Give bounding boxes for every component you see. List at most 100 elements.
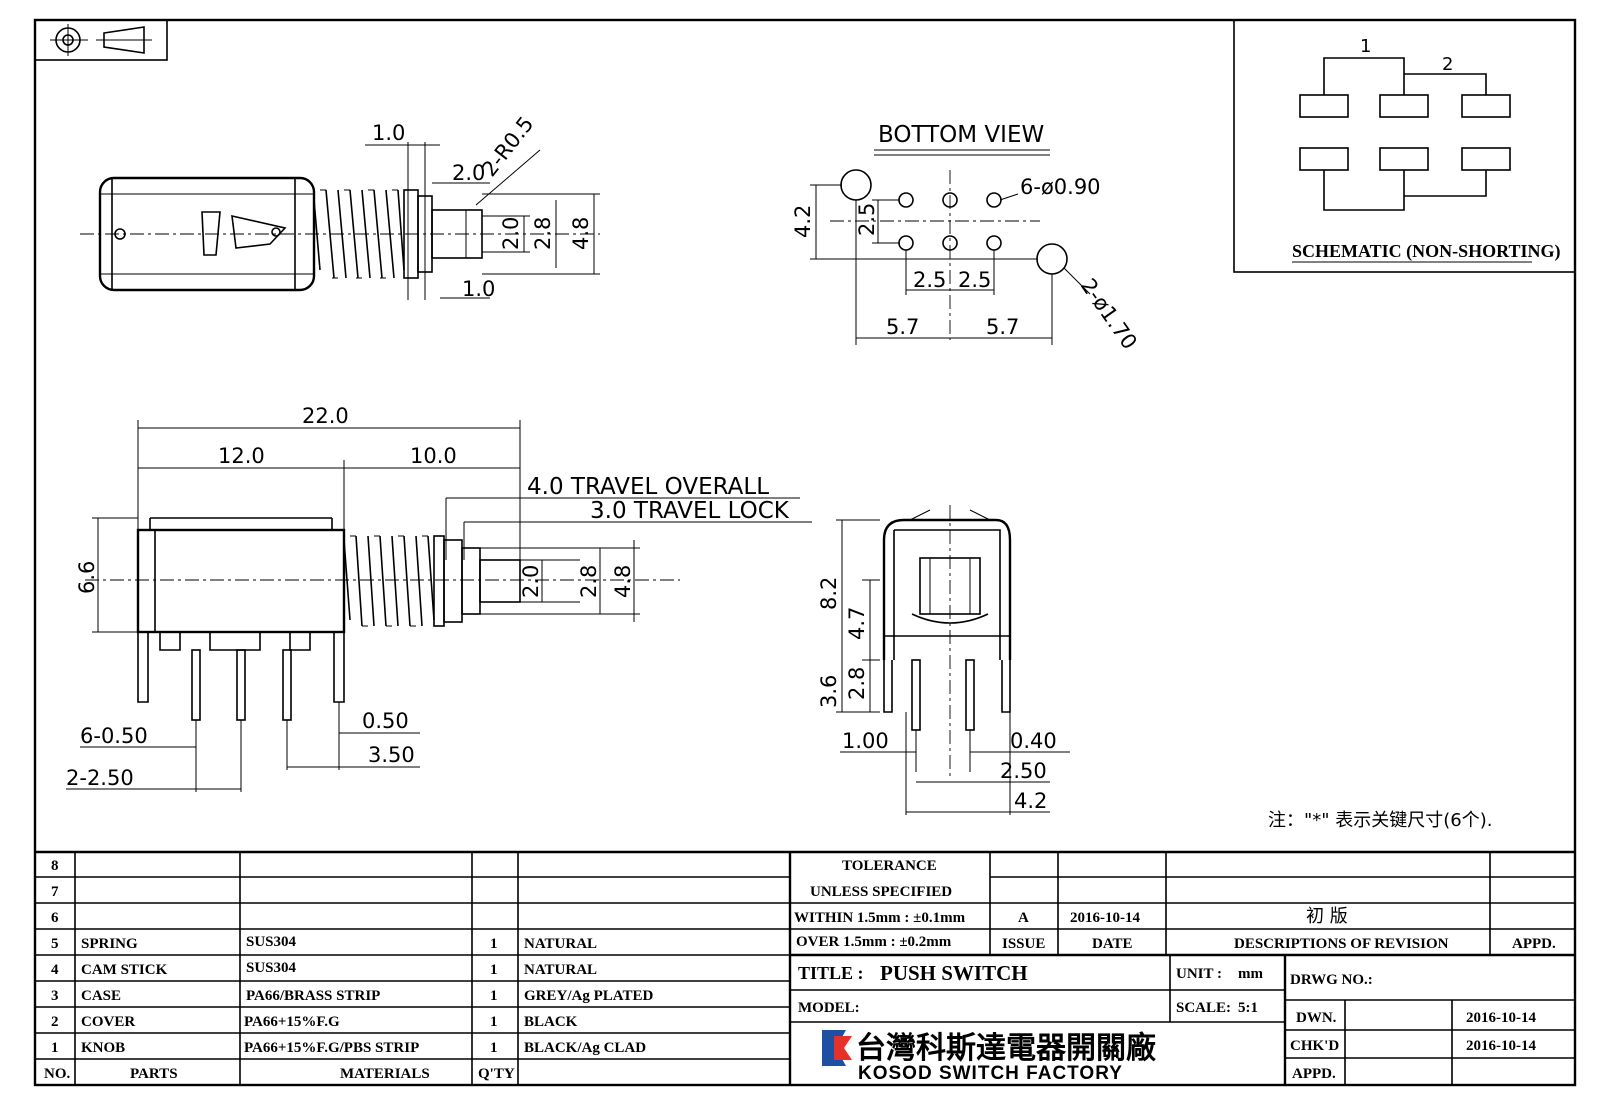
bottom-dim-5-7-b: 5.7 — [986, 315, 1019, 339]
parts-no: 2 — [51, 1014, 59, 1030]
revision-col-issue: ISSUE — [1002, 936, 1045, 952]
revision-description: 初 版 — [1306, 906, 1348, 927]
parts-material: SUS304 — [246, 960, 297, 976]
unit-value: mm — [1238, 966, 1263, 982]
parts-row-6-no: 6 — [51, 910, 59, 926]
tolerance-line1: TOLERANCE — [842, 858, 937, 874]
model-label: MODEL: — [798, 1000, 860, 1016]
parts-name: SPRING — [81, 936, 138, 952]
parts-material: PA66+15%F.G/PBS STRIP — [244, 1040, 419, 1056]
side-dim-2-8: 2.8 — [531, 217, 555, 250]
front-travel-overall: 4.0 TRAVEL OVERALL — [527, 474, 769, 500]
front-dim-4-8: 4.8 — [611, 565, 635, 598]
unit-label: UNIT : — [1176, 966, 1222, 982]
end-dim-0-40: 0.40 — [1010, 729, 1057, 753]
scale-value: 5:1 — [1238, 1000, 1258, 1016]
front-dim-6-6: 6.6 — [75, 561, 99, 594]
bottom-hole-small: 6-ø0.90 — [1020, 175, 1101, 199]
parts-finish: NATURAL — [524, 962, 597, 978]
dwn-date: 2016-10-14 — [1466, 1010, 1536, 1026]
side-radius: 2-R0.5 — [477, 112, 538, 181]
side-view: 1.0 2.0 2-R0.5 1.0 2.0 2.8 4.8 — [80, 112, 600, 301]
parts-header-qty: Q'TY — [478, 1066, 515, 1082]
front-travel-lock: 3.0 TRAVEL LOCK — [590, 498, 790, 524]
side-dim-4-8: 4.8 — [569, 217, 593, 250]
parts-no: 3 — [51, 988, 59, 1004]
end-dim-8-2: 8.2 — [817, 577, 841, 610]
bottom-dim-2-5-b: 2.5 — [958, 268, 991, 292]
front-dim-10: 10.0 — [410, 444, 457, 468]
parts-name: CAM STICK — [81, 962, 168, 978]
drwg-no-label: DRWG NO.: — [1290, 972, 1373, 988]
third-angle-projection-icon — [34, 19, 168, 61]
bottom-dim-5-7-a: 5.7 — [886, 315, 919, 339]
parts-name: KNOB — [81, 1040, 125, 1056]
parts-no: 1 — [51, 1040, 59, 1056]
parts-row: 3 CASE PA66/BRASS STRIP 1 GREY/Ag PLATED — [51, 988, 653, 1004]
parts-qty: 1 — [490, 962, 498, 978]
end-dim-2-8: 2.8 — [845, 667, 869, 700]
parts-header-parts: PARTS — [130, 1066, 178, 1082]
parts-row-7-no: 7 — [51, 884, 59, 900]
side-dim-2-0-top: 2.0 — [452, 161, 485, 185]
revision-col-date: DATE — [1092, 936, 1133, 952]
schematic: 1 2 SCHEMATIC (NON-SHORTING) — [1233, 19, 1576, 273]
appd-label: APPD. — [1292, 1066, 1336, 1082]
parts-finish: NATURAL — [524, 936, 597, 952]
parts-no: 5 — [51, 936, 59, 952]
scale-label: SCALE: — [1176, 1000, 1231, 1016]
revision-col-appd: APPD. — [1512, 936, 1556, 952]
front-view: 22.0 12.0 10.0 4.0 TRAVEL OVERALL 3.0 TR… — [66, 404, 812, 792]
parts-name: CASE — [81, 988, 121, 1004]
parts-material: PA66/BRASS STRIP — [246, 988, 380, 1004]
parts-qty: 1 — [490, 1040, 498, 1056]
parts-row-8-no: 8 — [51, 858, 59, 874]
title-label: TITLE : — [798, 963, 864, 983]
revision-col-desc: DESCRIPTIONS OF REVISION — [1234, 936, 1449, 952]
end-view: 8.2 4.7 2.8 3.6 1.00 0.40 2.50 4.2 — [817, 505, 1070, 815]
tolerance-line3: WITHIN 1.5mm : ±0.1mm — [794, 910, 966, 926]
bottom-dim-2-5-a: 2.5 — [913, 268, 946, 292]
tolerance-line2: UNLESS SPECIFIED — [810, 884, 952, 900]
title-value: PUSH SWITCH — [880, 961, 1028, 985]
parts-header-no: NO. — [44, 1066, 71, 1082]
bottom-dim-2-5-v: 2.5 — [855, 203, 879, 236]
front-dim-2-0: 2.0 — [519, 565, 543, 598]
parts-row: 1 KNOB PA66+15%F.G/PBS STRIP 1 BLACK/Ag … — [51, 1040, 646, 1056]
end-dim-4-7: 4.7 — [845, 607, 869, 640]
front-dim-12: 12.0 — [218, 444, 265, 468]
parts-material: SUS304 — [246, 934, 297, 950]
revision-issue: A — [1018, 910, 1029, 926]
parts-qty: 1 — [490, 1014, 498, 1030]
front-dim-3-50: 3.50 — [368, 743, 415, 767]
schematic-pin1: 1 — [1360, 36, 1371, 57]
bottom-view: BOTTOM VIEW 4.2 2.5 6-ø0.90 2-ø1.70 2.5 … — [791, 122, 1142, 354]
parts-material: PA66+15%F.G — [244, 1014, 340, 1030]
bottom-hole-large: 2-ø1.70 — [1076, 274, 1142, 354]
end-dim-4-2: 4.2 — [1014, 789, 1047, 813]
side-dim-1-0-bottom: 1.0 — [462, 277, 495, 301]
parts-name: COVER — [81, 1014, 135, 1030]
front-pins-width: 6-0.50 — [80, 724, 148, 748]
parts-finish: BLACK/Ag CLAD — [524, 1040, 646, 1056]
front-dim-22: 22.0 — [302, 404, 349, 428]
schematic-pin2: 2 — [1442, 54, 1453, 75]
company-logo — [822, 1030, 852, 1066]
company-name-cn: 台灣科斯達電器開關廠 — [856, 1031, 1156, 1066]
parts-finish: BLACK — [524, 1014, 578, 1030]
parts-finish: GREY/Ag PLATED — [524, 988, 653, 1004]
company-name-en: KOSOD SWITCH FACTORY — [858, 1063, 1123, 1084]
schematic-label: SCHEMATIC (NON-SHORTING) — [1292, 241, 1561, 262]
key-dimension-note: 注："*" 表示关键尺寸(6个). — [1268, 810, 1493, 831]
end-dim-1-00: 1.00 — [842, 729, 889, 753]
end-dim-2-50: 2.50 — [1000, 759, 1047, 783]
parts-header-materials: MATERIALS — [340, 1066, 430, 1082]
revision-date: 2016-10-14 — [1070, 910, 1140, 926]
chkd-date: 2016-10-14 — [1466, 1038, 1536, 1054]
sheet-border — [33, 18, 1577, 1087]
front-dim-2-8: 2.8 — [577, 565, 601, 598]
side-dim-2-0: 2.0 — [499, 217, 523, 250]
parts-qty: 1 — [490, 936, 498, 952]
end-dim-3-6: 3.6 — [817, 675, 841, 708]
